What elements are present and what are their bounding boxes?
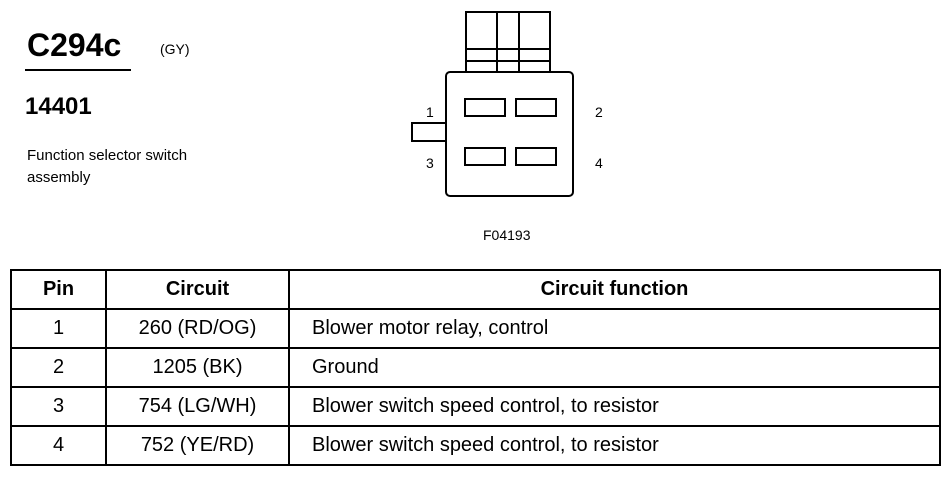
column-header-circuit: Circuit <box>105 269 290 310</box>
cell-circuit: 754 (LG/WH) <box>105 386 290 427</box>
pin-cavity-3 <box>464 147 506 166</box>
cell-circuit-function: Blower motor relay, control <box>288 308 941 349</box>
column-header-pin: Pin <box>10 269 107 310</box>
table-row: 1 260 (RD/OG) Blower motor relay, contro… <box>10 308 941 349</box>
part-number: 14401 <box>25 93 92 120</box>
table-header-row: Pin Circuit Circuit function <box>10 269 941 310</box>
cell-circuit: 1205 (BK) <box>105 347 290 388</box>
connector-face-diagram: 1 2 3 4 <box>411 11 603 197</box>
pin-label-4: 4 <box>595 155 603 171</box>
cell-pin: 2 <box>10 347 107 388</box>
connector-id: C294c <box>27 27 122 63</box>
table-row: 2 1205 (BK) Ground <box>10 347 941 388</box>
connector-body <box>445 71 574 197</box>
pin-cavity-2 <box>515 98 557 117</box>
connector-color: (GY) <box>160 41 190 57</box>
column-header-circuit-function: Circuit function <box>288 269 941 310</box>
component-name: Function selector switch assembly <box>27 147 188 186</box>
figure-id: F04193 <box>483 227 531 243</box>
cell-circuit-function: Blower switch speed control, to resistor <box>288 425 941 466</box>
pin-label-3: 3 <box>426 155 434 171</box>
cell-circuit-function: Ground <box>288 347 941 388</box>
connector-id-underline <box>25 69 131 71</box>
table-row: 3 754 (LG/WH) Blower switch speed contro… <box>10 386 941 427</box>
cell-pin: 4 <box>10 425 107 466</box>
pin-label-1: 1 <box>426 104 434 120</box>
connector-latch <box>411 122 447 142</box>
pin-cavity-4 <box>515 147 557 166</box>
cell-pin: 3 <box>10 386 107 427</box>
harness-housing <box>465 11 551 73</box>
pin-table: Pin Circuit Circuit function 1 260 (RD/O… <box>10 269 941 466</box>
cell-pin: 1 <box>10 308 107 349</box>
cell-circuit: 752 (YE/RD) <box>105 425 290 466</box>
table-row: 4 752 (YE/RD) Blower switch speed contro… <box>10 425 941 466</box>
cell-circuit: 260 (RD/OG) <box>105 308 290 349</box>
cell-circuit-function: Blower switch speed control, to resistor <box>288 386 941 427</box>
pin-label-2: 2 <box>595 104 603 120</box>
pin-cavity-1 <box>464 98 506 117</box>
